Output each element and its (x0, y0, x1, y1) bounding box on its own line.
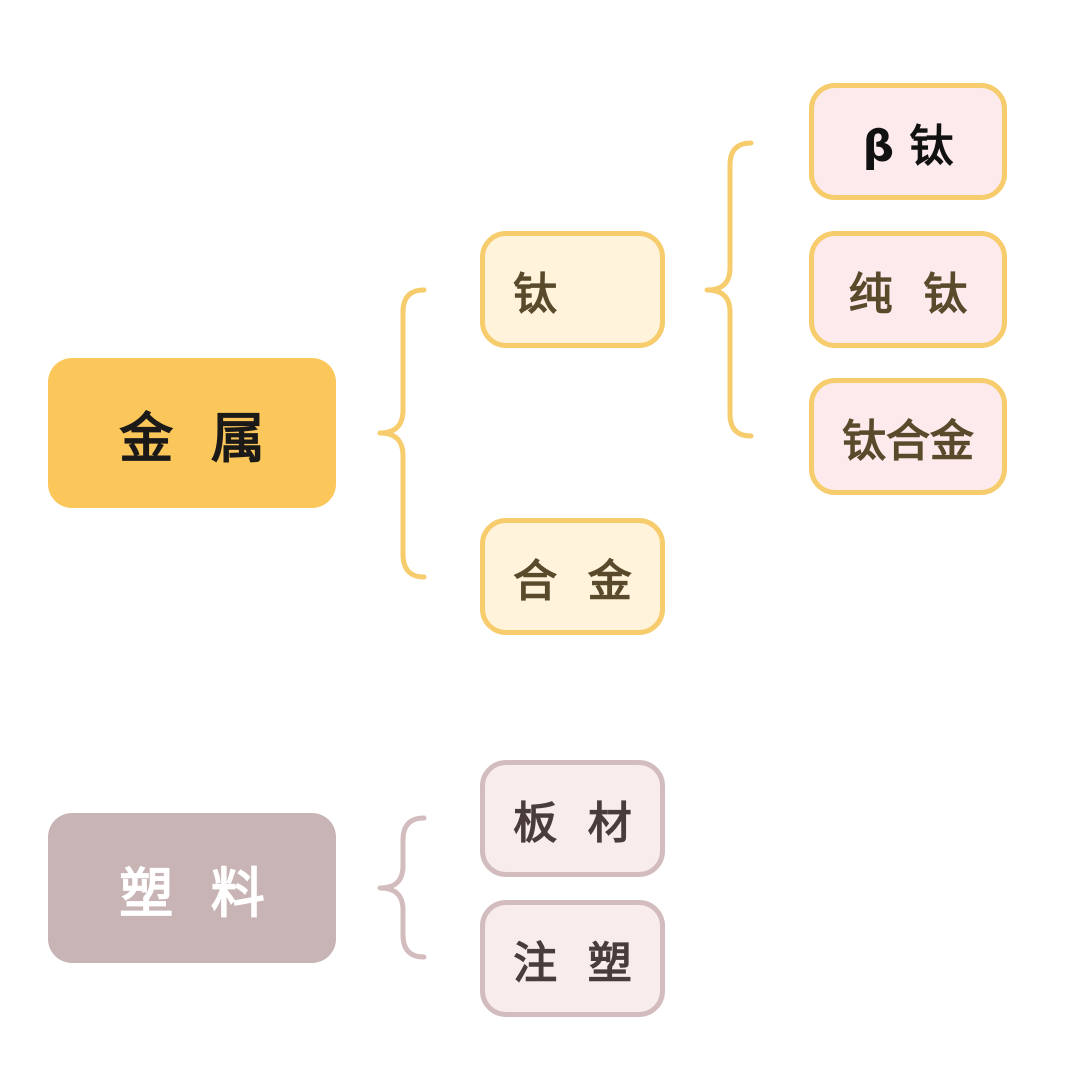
plastic-brace (377, 815, 427, 960)
titanium-brace (704, 140, 754, 439)
beta-titanium-node: β 钛 (809, 83, 1007, 200)
plastic-root-node: 塑 料 (48, 813, 336, 963)
sheet-node: 板 材 (480, 760, 665, 877)
metal-brace (377, 287, 427, 580)
metal-root-node: 金 属 (48, 358, 336, 508)
injection-molding-node: 注 塑 (480, 900, 665, 1017)
alloy-node: 合 金 (480, 518, 665, 635)
pure-titanium-node: 纯 钛 (809, 231, 1007, 348)
titanium-node: 钛 (480, 231, 665, 348)
titanium-alloy-node: 钛合金 (809, 378, 1007, 495)
